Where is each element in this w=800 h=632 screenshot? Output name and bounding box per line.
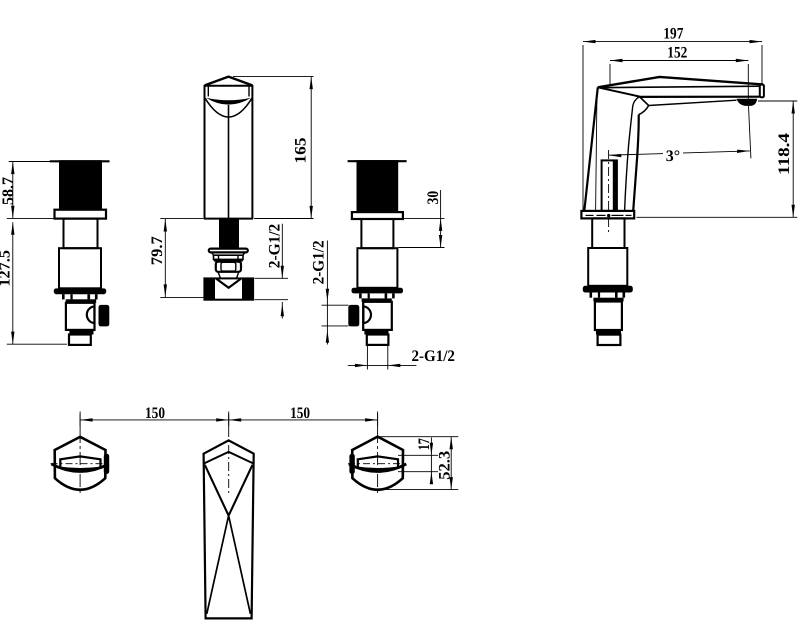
svg-text:52.3: 52.3	[437, 451, 454, 480]
svg-text:118.4: 118.4	[776, 133, 793, 175]
svg-text:30: 30	[425, 191, 442, 205]
svg-text:150: 150	[145, 405, 165, 422]
svg-text:165: 165	[293, 138, 310, 164]
svg-text:3°: 3°	[666, 148, 680, 165]
svg-text:152: 152	[667, 45, 687, 62]
svg-text:150: 150	[290, 405, 310, 422]
svg-text:127.5: 127.5	[0, 250, 14, 287]
svg-text:2-G1/2: 2-G1/2	[411, 348, 455, 365]
svg-text:2-G1/2: 2-G1/2	[311, 240, 328, 284]
svg-text:58.7: 58.7	[0, 177, 17, 205]
svg-text:79.7: 79.7	[149, 236, 166, 265]
svg-text:17: 17	[416, 438, 433, 450]
svg-text:197: 197	[663, 26, 683, 43]
svg-text:2-G1/2: 2-G1/2	[267, 224, 284, 269]
